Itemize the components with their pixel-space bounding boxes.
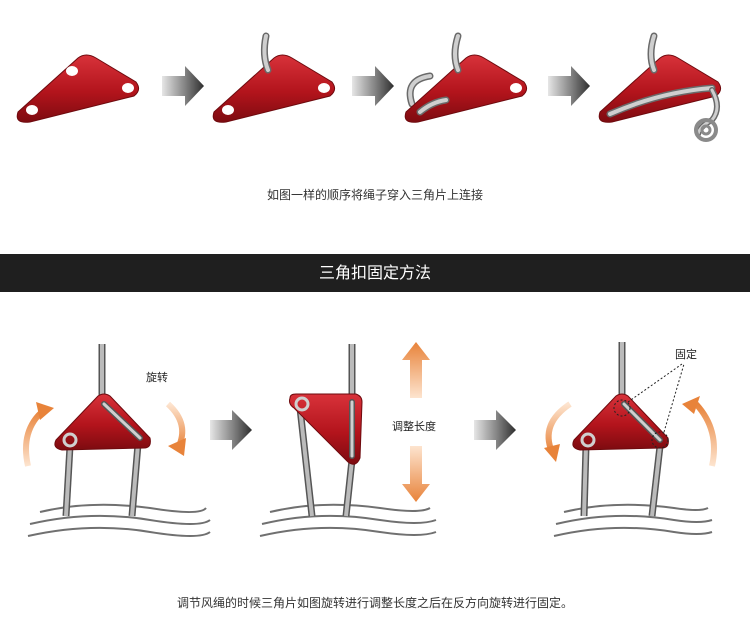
step1-triangle-plate: [16, 54, 140, 123]
step4-triangle-plate: [598, 32, 722, 142]
section-banner: 三角扣固定方法: [0, 254, 750, 292]
section-title: 三角扣固定方法: [318, 263, 431, 282]
adjust-length-label: 调整长度: [392, 420, 436, 433]
step3-triangle-plate: [404, 32, 528, 123]
rotate-label: 旋转: [146, 371, 168, 384]
scene-adjust: [259, 342, 437, 537]
next-step-arrow-1: [162, 66, 204, 106]
scene-fixed: [544, 342, 717, 537]
next-step-arrow-3: [548, 66, 590, 106]
scene-arrow-1: [210, 410, 252, 450]
scene-arrow-2: [474, 410, 516, 450]
bottom-caption: 调节风绳的时候三角片如图旋转进行调整长度之后在反方向旋转进行固定。: [176, 596, 573, 610]
step2-triangle-plate: [212, 32, 336, 123]
fixed-label: 固定: [675, 348, 697, 361]
next-step-arrow-2: [352, 66, 394, 106]
steps-caption: 如图一样的顺序将绳子穿入三角片上连接: [266, 188, 483, 202]
scene-rotate: [23, 344, 211, 537]
